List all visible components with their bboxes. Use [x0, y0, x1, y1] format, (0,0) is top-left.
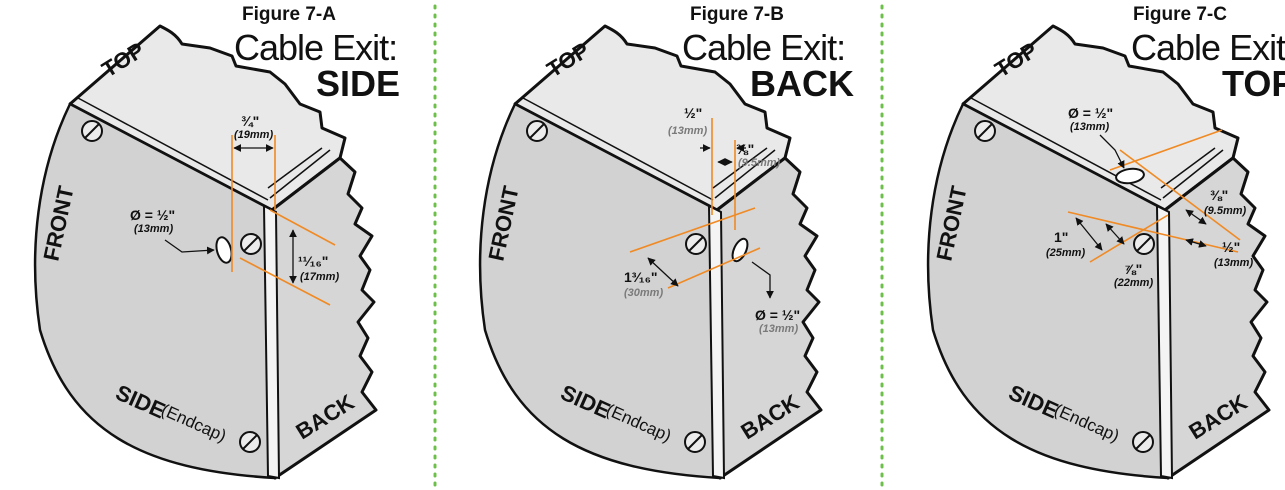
- figure-exit: TOP: [1222, 63, 1285, 104]
- figure-exit: BACK: [750, 63, 854, 104]
- figure-number: Figure 7-A: [242, 4, 336, 25]
- dim-mm: (25mm): [1046, 247, 1085, 259]
- dim-mm: (13mm): [759, 323, 798, 335]
- cable-hole: [215, 236, 233, 264]
- cable-hole: [1115, 167, 1145, 185]
- dim-mm: (9.5mm): [1204, 205, 1247, 217]
- figure-7b: Figure 7-B Cable Exit: BACK TOP FRONT SI…: [478, 4, 854, 480]
- dim-value: ⅞": [1124, 261, 1142, 277]
- figure-7a: Figure 7-A Cable Exit: SIDE TOP FRONT SI…: [33, 4, 400, 480]
- dim-value: Ø = ½": [1068, 105, 1113, 121]
- dim-value: Ø = ½": [755, 307, 800, 323]
- dim-mm: (13mm): [668, 125, 707, 137]
- figure-number: Figure 7-C: [1133, 4, 1227, 25]
- dim-mm: (30mm): [624, 287, 663, 299]
- dim-value: ⅜": [1210, 187, 1228, 203]
- figure-number: Figure 7-B: [690, 4, 784, 25]
- figure-exit: SIDE: [316, 63, 400, 104]
- dim-value: ½": [1222, 239, 1240, 255]
- dim-mm: (13mm): [1070, 121, 1109, 133]
- dim-value: ½": [684, 105, 702, 121]
- dim-value: ¾": [241, 113, 259, 129]
- dim-mm: (9.5mm): [738, 157, 781, 169]
- dim-mm: (17mm): [300, 271, 339, 283]
- dim-value: 1": [1054, 229, 1068, 245]
- dim-mm: (19mm): [234, 129, 273, 141]
- dim-mm: (13mm): [134, 223, 173, 235]
- figure-title: Cable Exit:: [1131, 27, 1285, 68]
- dim-mm: (13mm): [1214, 257, 1253, 269]
- dim-value: 1³⁄₁₆": [624, 269, 658, 285]
- figure-7c: Figure 7-C Cable Exit: TOP TOP FRONT SID…: [926, 4, 1285, 480]
- figure-title: Cable Exit:: [234, 27, 397, 68]
- dim-value: Ø = ½": [130, 207, 175, 223]
- dim-value: ⅜": [736, 141, 754, 157]
- figure-title: Cable Exit:: [682, 27, 845, 68]
- dim-mm: (22mm): [1114, 277, 1153, 289]
- dim-value: ¹¹⁄₁₆": [298, 253, 328, 269]
